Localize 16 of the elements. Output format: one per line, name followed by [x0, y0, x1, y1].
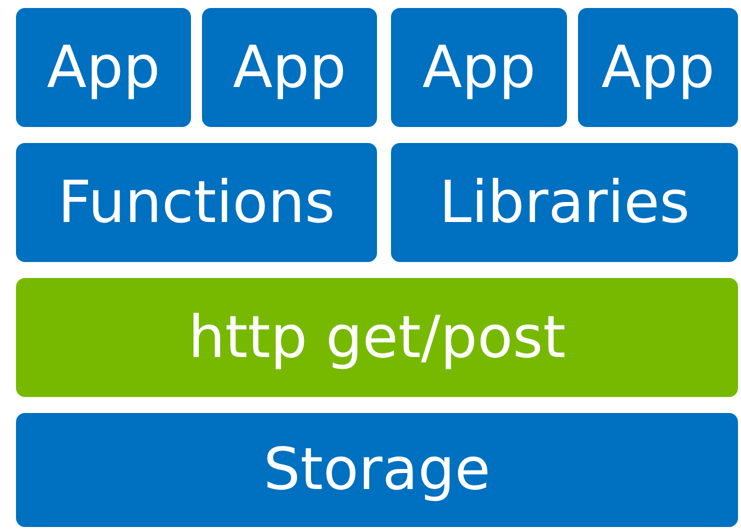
app-box: [16, 8, 191, 127]
layer-label: http get/post: [188, 306, 566, 370]
protocol-layer: [16, 278, 738, 397]
app-box: [202, 8, 377, 127]
layer-label: App: [46, 36, 160, 100]
layer-label: Libraries: [439, 170, 690, 234]
layer-label: Functions: [58, 170, 335, 234]
app-box: [391, 8, 567, 127]
layer-label: App: [601, 36, 715, 100]
layer-label: App: [232, 36, 346, 100]
app-box: [578, 8, 738, 127]
storage-layer: [16, 413, 738, 527]
functions-layer: [16, 143, 377, 262]
libraries-layer: [391, 143, 738, 262]
layer-label: Storage: [264, 438, 490, 502]
layer-label: App: [422, 36, 536, 100]
